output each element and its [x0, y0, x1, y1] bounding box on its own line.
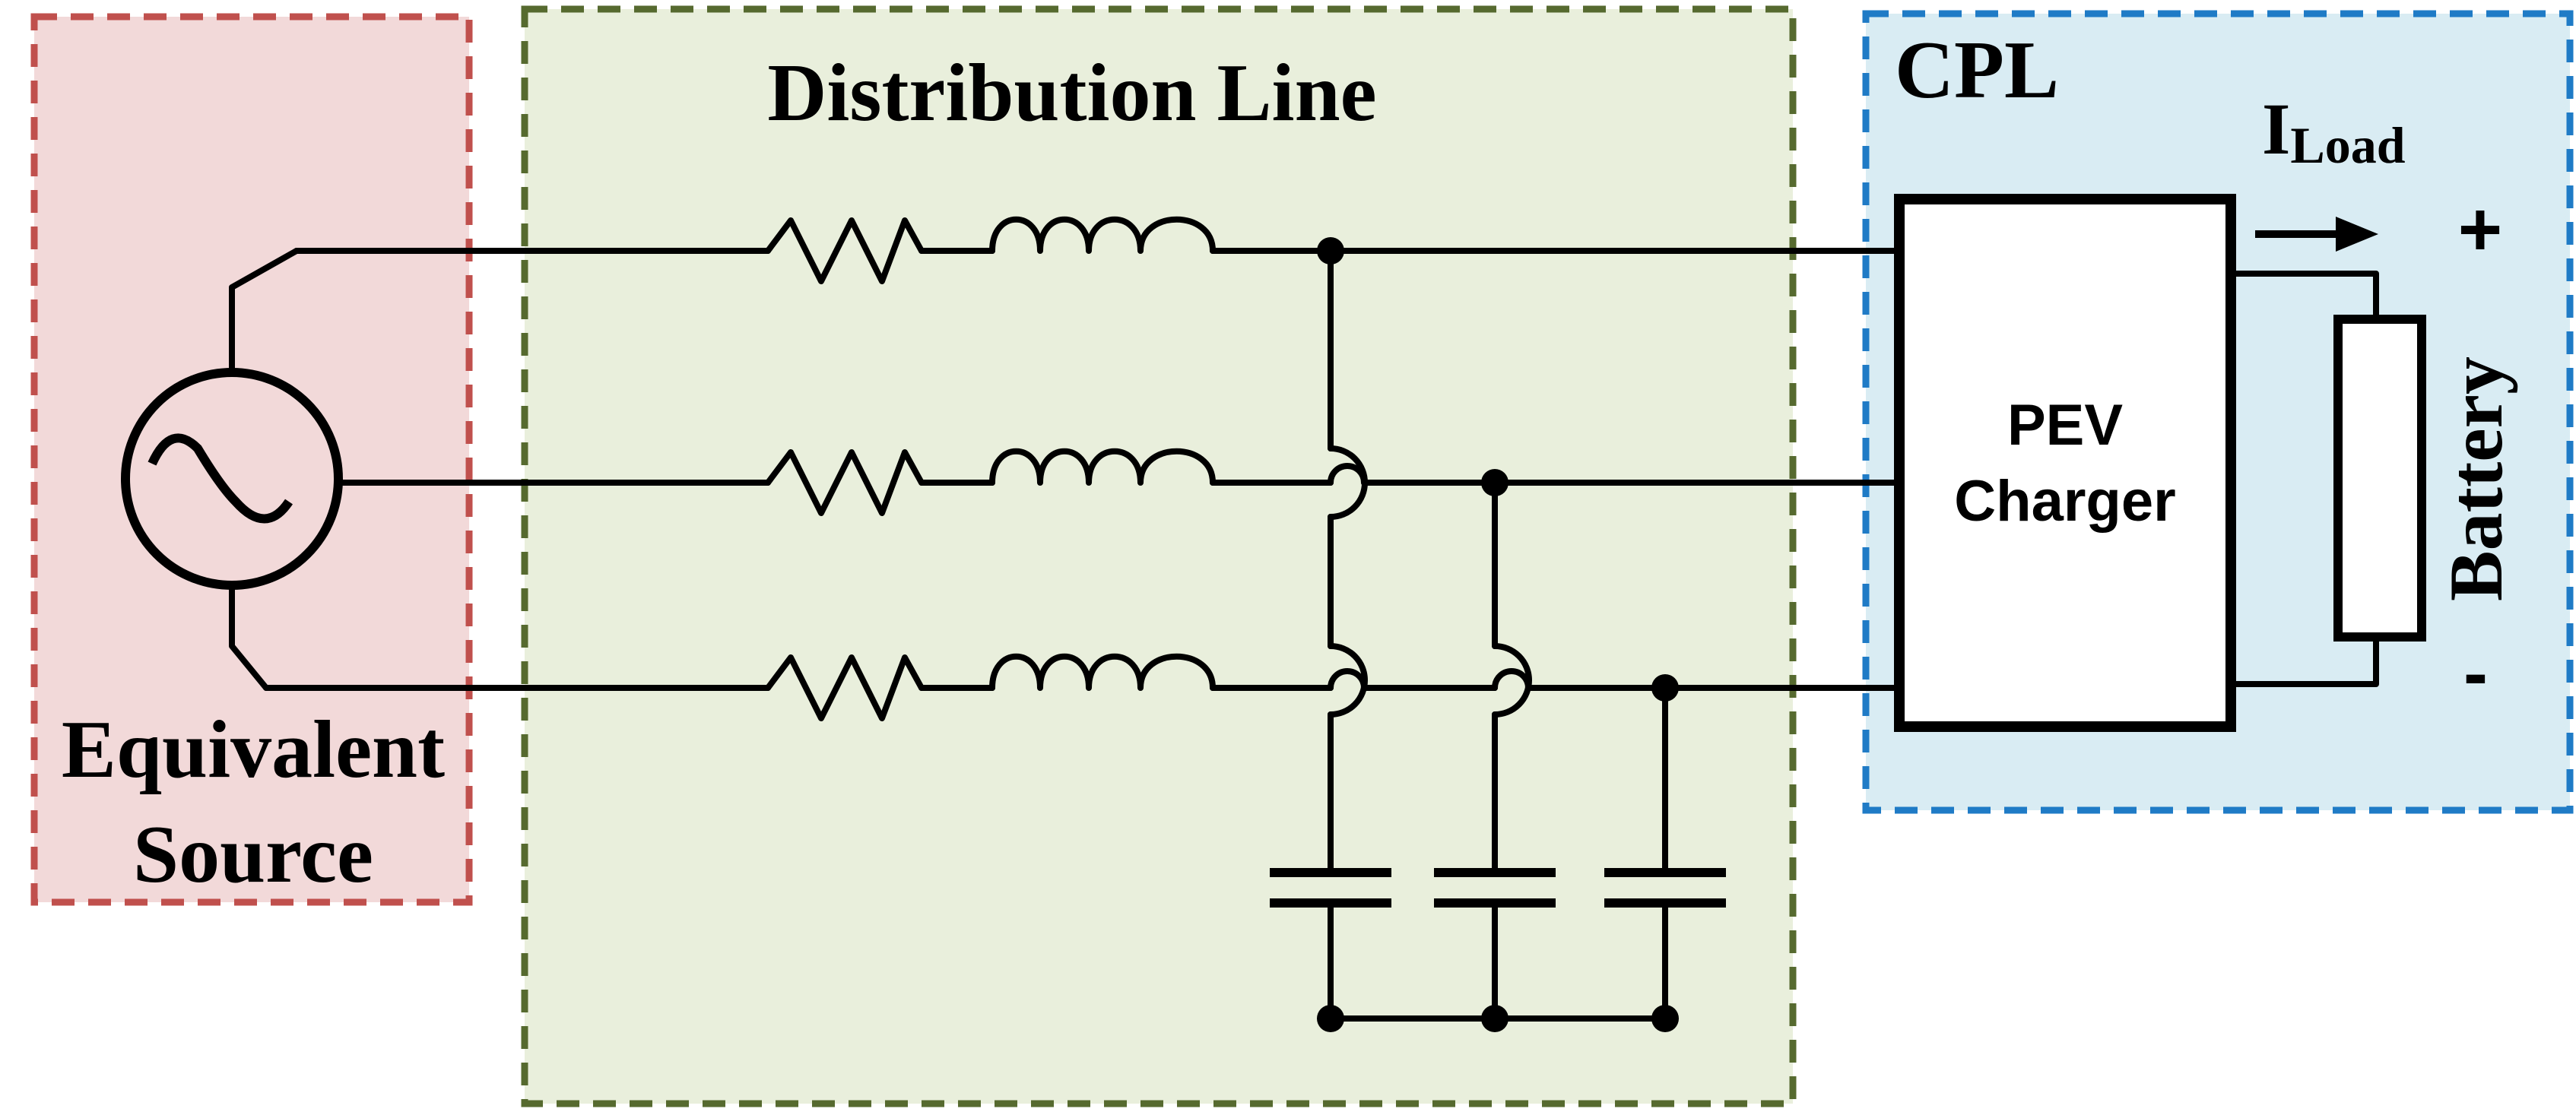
shunt-branch-a — [1328, 248, 1368, 1022]
junction-dot — [1651, 674, 1679, 702]
load-current-label: ILoad — [2262, 88, 2406, 174]
pev-charger-label-line1: PEV — [2007, 393, 2123, 458]
load-current-subscript: Load — [2290, 116, 2405, 174]
battery-icon — [2333, 315, 2426, 642]
phase-b-wire — [335, 463, 1902, 486]
distribution-line-region — [521, 5, 1797, 1107]
pev-charger-label-line2: Charger — [1954, 469, 2175, 534]
capacitor-icon — [1604, 868, 1726, 908]
distribution-line-label: Distribution Line — [767, 48, 1376, 138]
resistor-icon — [765, 217, 925, 284]
capacitor-icon — [1270, 868, 1391, 908]
junction-dot — [1317, 237, 1344, 265]
load-current-symbol: I — [2262, 88, 2290, 169]
battery-label: Battery — [2434, 356, 2518, 601]
current-arrow-icon — [2255, 217, 2378, 252]
resistor-icon — [765, 449, 925, 516]
inductor-icon — [989, 653, 1216, 691]
battery-negative-wire — [2228, 634, 2379, 687]
junction-dot — [1317, 1005, 1344, 1032]
resistor-icon — [765, 654, 925, 721]
shunt-branch-b — [1492, 480, 1532, 1022]
battery-positive-wire — [2228, 271, 2379, 322]
junction-dot — [1481, 469, 1508, 496]
equivalent-source-label-line1: Equivalent — [62, 705, 445, 795]
capacitor-icon — [1434, 868, 1556, 908]
equivalent-source-region — [30, 13, 473, 906]
inductor-icon — [989, 216, 1216, 254]
junction-dot — [1481, 1005, 1508, 1032]
cpl-label: CPL — [1895, 25, 2059, 116]
inductor-icon — [989, 448, 1216, 486]
positive-terminal-label: + — [2458, 187, 2502, 272]
junction-dot — [1651, 1005, 1679, 1032]
ac-voltage-source-icon — [121, 248, 343, 691]
equivalent-source-label-line2: Source — [133, 809, 373, 900]
negative-terminal-label: - — [2463, 632, 2488, 714]
phase-c-wire — [263, 668, 1902, 691]
pev-charger-box — [1894, 194, 2236, 732]
